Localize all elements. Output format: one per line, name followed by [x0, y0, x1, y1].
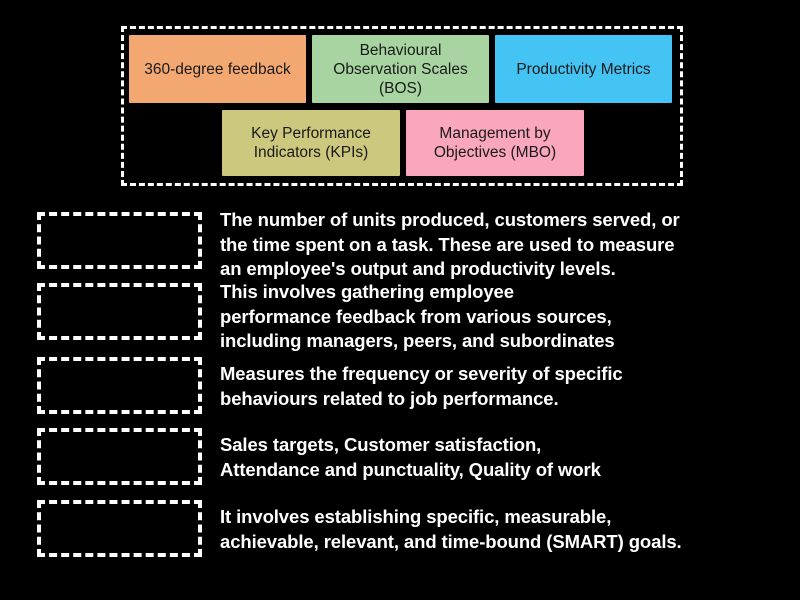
answer-text-q4: Sales targets, Customer satisfaction, At… — [220, 434, 601, 480]
drop-zone-q5[interactable] — [37, 500, 202, 557]
draggable-tiles-container — [121, 26, 683, 186]
drop-zone-q4[interactable] — [37, 428, 202, 485]
draggable-tile-behavioural-observation-scales[interactable]: Behavioural Observation Scales (BOS) — [312, 35, 489, 103]
draggable-tile-productivity-metrics[interactable]: Productivity Metrics — [495, 35, 672, 103]
drop-zone-q3[interactable] — [37, 357, 202, 414]
answer-text-q3: Measures the frequency or severity of sp… — [220, 363, 623, 409]
draggable-tile-key-performance-indicators[interactable]: Key Performance Indicators (KPIs) — [222, 110, 400, 176]
answer-text-q2: This involves gathering employee perform… — [220, 281, 615, 351]
draggable-tile-360-degree-feedback[interactable]: 360-degree feedback — [129, 35, 306, 103]
draggable-tile-management-by-objectives[interactable]: Management by Objectives (MBO) — [406, 110, 584, 176]
answer-text-q5: It involves establishing specific, measu… — [220, 506, 682, 552]
answer-text-q1: The number of units produced, customers … — [220, 209, 680, 279]
drop-zone-q2[interactable] — [37, 283, 202, 340]
drop-zone-q1[interactable] — [37, 212, 202, 269]
